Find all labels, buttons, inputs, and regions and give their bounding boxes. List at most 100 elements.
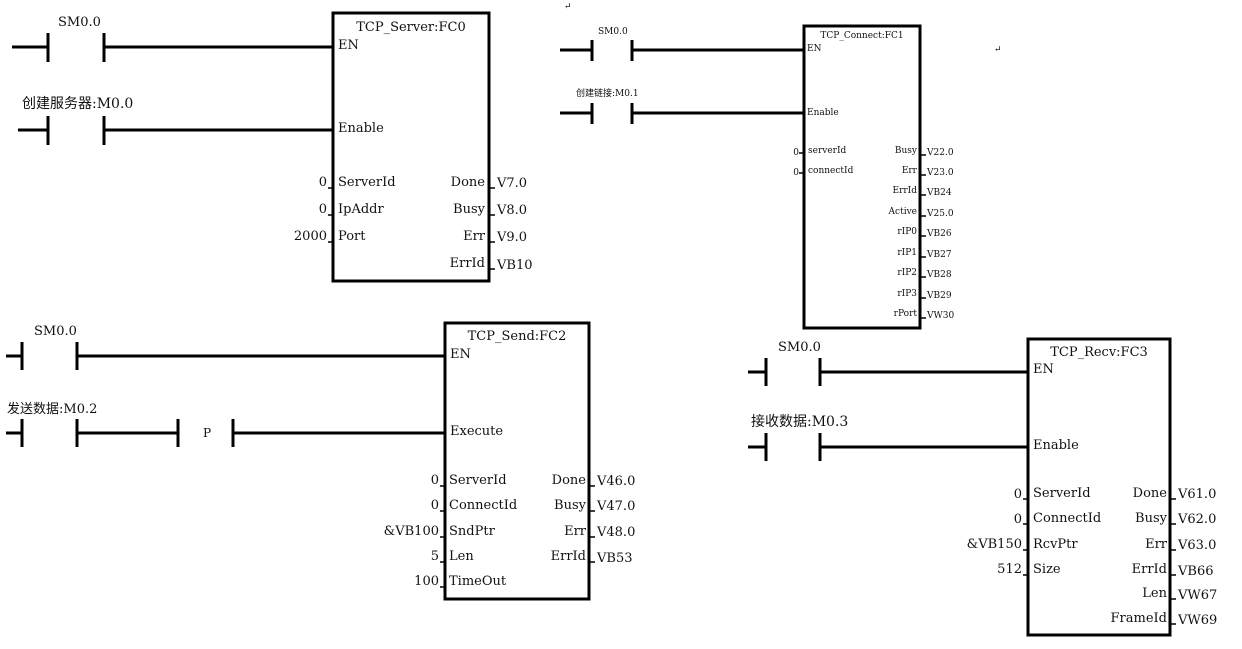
fc2-edge-label: P <box>203 426 211 440</box>
fc0-in-ipaddr-value: 0 <box>319 202 327 217</box>
fc2-in-sndptr-value: &VB100 <box>384 524 439 539</box>
fc3-block: SM0.0 接收数据:M0.3 TCP_Recv:FC3 EN Enable 0… <box>748 337 1218 637</box>
fc1-out-active-value: V25.0 <box>926 209 954 219</box>
fc1-en-label: EN <box>807 44 822 54</box>
fc0-out-busy-label: Busy <box>453 202 486 217</box>
fc1-in-serverid-value: 0 <box>793 148 799 158</box>
fc2-box[interactable] <box>443 321 591 601</box>
fc3-inputs: 0 ServerId 0 ConnectId &VB150 RcvPtr 512… <box>967 486 1102 577</box>
fc0-in-port-label: Port <box>338 229 366 244</box>
fc3-outputs: Done V61.0 Busy V62.0 Err V63.0 ErrId VB… <box>1111 486 1218 628</box>
fc1-box[interactable] <box>802 24 922 330</box>
fc3-out-len-value: VW67 <box>1177 588 1217 603</box>
fc2-out-busy-label: Busy <box>554 498 587 513</box>
fc0-out-err-value: V9.0 <box>496 230 527 245</box>
fc1-out-rip2-label: rIP2 <box>897 268 917 278</box>
fc0-out-errid-label: ErrId <box>450 256 485 271</box>
fc2-out-errid-value: VB53 <box>596 551 632 566</box>
fc2-outputs: Done V46.0 Busy V47.0 Err V48.0 ErrId VB… <box>551 473 636 566</box>
fc1-in-serverid-label: serverId <box>808 146 847 156</box>
fc3-enable-label: Enable <box>1033 438 1079 453</box>
fc0-title: TCP_Server:FC0 <box>356 20 466 35</box>
fc3-in-rcvptr-label: RcvPtr <box>1033 537 1078 552</box>
fc1-out-busy-value: V22.0 <box>926 148 954 158</box>
fc1-out-rport-label: rPort <box>894 309 918 319</box>
fc2-out-busy-value: V47.0 <box>596 499 635 514</box>
fc3-in-connectid-value: 0 <box>1014 512 1022 527</box>
fc3-enable-contact-label: 接收数据:M0.3 <box>751 413 848 430</box>
fc3-title: TCP_Recv:FC3 <box>1050 345 1148 360</box>
fc1-title: TCP_Connect:FC1 <box>820 31 903 41</box>
fc2-execute-contact-label: 发送数据:M0.2 <box>7 401 97 417</box>
fc2-en-label: EN <box>450 347 471 362</box>
fc0-in-port-value: 2000 <box>294 229 327 244</box>
fc1-out-rport-value: VW30 <box>926 311 954 321</box>
fc1-out-errid-value: VB24 <box>926 188 952 198</box>
fc0-inputs: 0 ServerId 0 IpAddr 2000 Port <box>294 175 396 244</box>
fc1-in-connectid-label: connectId <box>808 166 854 176</box>
fc0-enable-label: Enable <box>338 121 384 136</box>
fc3-box[interactable] <box>1026 337 1172 637</box>
fc3-out-frameid-label: FrameId <box>1111 611 1167 626</box>
fc3-out-frameid-value: VW69 <box>1177 613 1217 628</box>
fc0-in-ipaddr-label: IpAddr <box>338 202 384 217</box>
fc2-inputs: 0 ServerId 0 ConnectId &VB100 SndPtr 5 L… <box>384 473 518 589</box>
fc2-in-len-value: 5 <box>431 549 439 564</box>
fc3-out-busy-label: Busy <box>1135 511 1168 526</box>
fc2-en-contact-label: SM0.0 <box>34 324 77 339</box>
fc3-in-serverid-value: 0 <box>1014 487 1022 502</box>
fc3-out-errid-value: VB66 <box>1177 564 1213 579</box>
fc2-out-errid-label: ErrId <box>551 549 586 564</box>
fc3-out-busy-value: V62.0 <box>1177 512 1216 527</box>
fc2-in-timeout-label: TimeOut <box>449 574 507 589</box>
fc2-block: SM0.0 发送数据:M0.2 P TCP_Send:FC2 EN Execut… <box>6 321 636 601</box>
fc2-in-serverid-value: 0 <box>431 473 439 488</box>
fc1-out-rip3-label: rIP3 <box>897 289 917 299</box>
fc2-out-err-value: V48.0 <box>596 525 635 540</box>
fc2-in-connectid-label: ConnectId <box>449 498 517 513</box>
fc0-in-serverid-value: 0 <box>319 175 327 190</box>
fc1-out-rip1-label: rIP1 <box>897 248 917 258</box>
fc0-en-label: EN <box>338 38 359 53</box>
fc2-in-serverid-label: ServerId <box>449 473 507 488</box>
fc2-in-connectid-value: 0 <box>431 498 439 513</box>
fc0-out-done-value: V7.0 <box>496 176 527 191</box>
fc2-in-sndptr-label: SndPtr <box>449 524 496 539</box>
fc3-in-size-label: Size <box>1033 562 1061 577</box>
fc3-out-len-label: Len <box>1142 586 1167 601</box>
fc1-out-rip1-value: VB27 <box>926 250 952 260</box>
fc1-out-err-value: V23.0 <box>926 168 954 178</box>
fc3-out-done-label: Done <box>1133 486 1168 501</box>
return-mark-1: ↵ <box>564 2 572 12</box>
fc1-in-connectid-value: 0 <box>793 168 799 178</box>
fc1-block: ↵ ↵ SM0.0 创建链接:M0.1 TCP_Connect:FC1 EN E… <box>560 2 1002 330</box>
fc3-out-done-value: V61.0 <box>1177 487 1216 502</box>
fc0-box[interactable] <box>331 11 491 283</box>
fc0-outputs: Done V7.0 Busy V8.0 Err V9.0 ErrId VB10 <box>450 175 533 273</box>
fc1-out-rip3-value: VB29 <box>926 291 952 301</box>
fc3-out-errid-label: ErrId <box>1132 562 1167 577</box>
fc2-out-err-label: Err <box>564 524 587 539</box>
fc1-outputs: Busy V22.0 Err V23.0 ErrId VB24 Active V… <box>888 146 955 321</box>
fc0-en-contact-label: SM0.0 <box>58 15 101 30</box>
fc0-out-busy-value: V8.0 <box>496 203 527 218</box>
fc2-execute-label: Execute <box>450 424 503 439</box>
fc0-out-err-label: Err <box>463 229 486 244</box>
fc3-en-contact-label: SM0.0 <box>778 340 821 355</box>
fc1-out-rip0-value: VB26 <box>926 229 952 239</box>
fc1-enable-label: Enable <box>807 108 839 118</box>
fc2-out-done-value: V46.0 <box>596 474 635 489</box>
fc2-title: TCP_Send:FC2 <box>468 329 567 344</box>
fc0-out-done-label: Done <box>451 175 486 190</box>
fc1-inputs: 0 serverId 0 connectId <box>793 146 853 178</box>
fc0-enable-contact-label: 创建服务器:M0.0 <box>22 96 133 112</box>
fc3-in-rcvptr-value: &VB150 <box>967 537 1022 552</box>
fc1-enable-contact-label: 创建链接:M0.1 <box>576 87 639 99</box>
fc1-out-rip0-label: rIP0 <box>897 227 917 237</box>
fc0-block: SM0.0 创建服务器:M0.0 TCP_Server:FC0 EN Enabl… <box>12 11 533 283</box>
fc2-out-done-label: Done <box>552 473 587 488</box>
fc3-in-connectid-label: ConnectId <box>1033 511 1101 526</box>
fc3-in-serverid-label: ServerId <box>1033 486 1091 501</box>
fc3-en-label: EN <box>1033 362 1054 377</box>
